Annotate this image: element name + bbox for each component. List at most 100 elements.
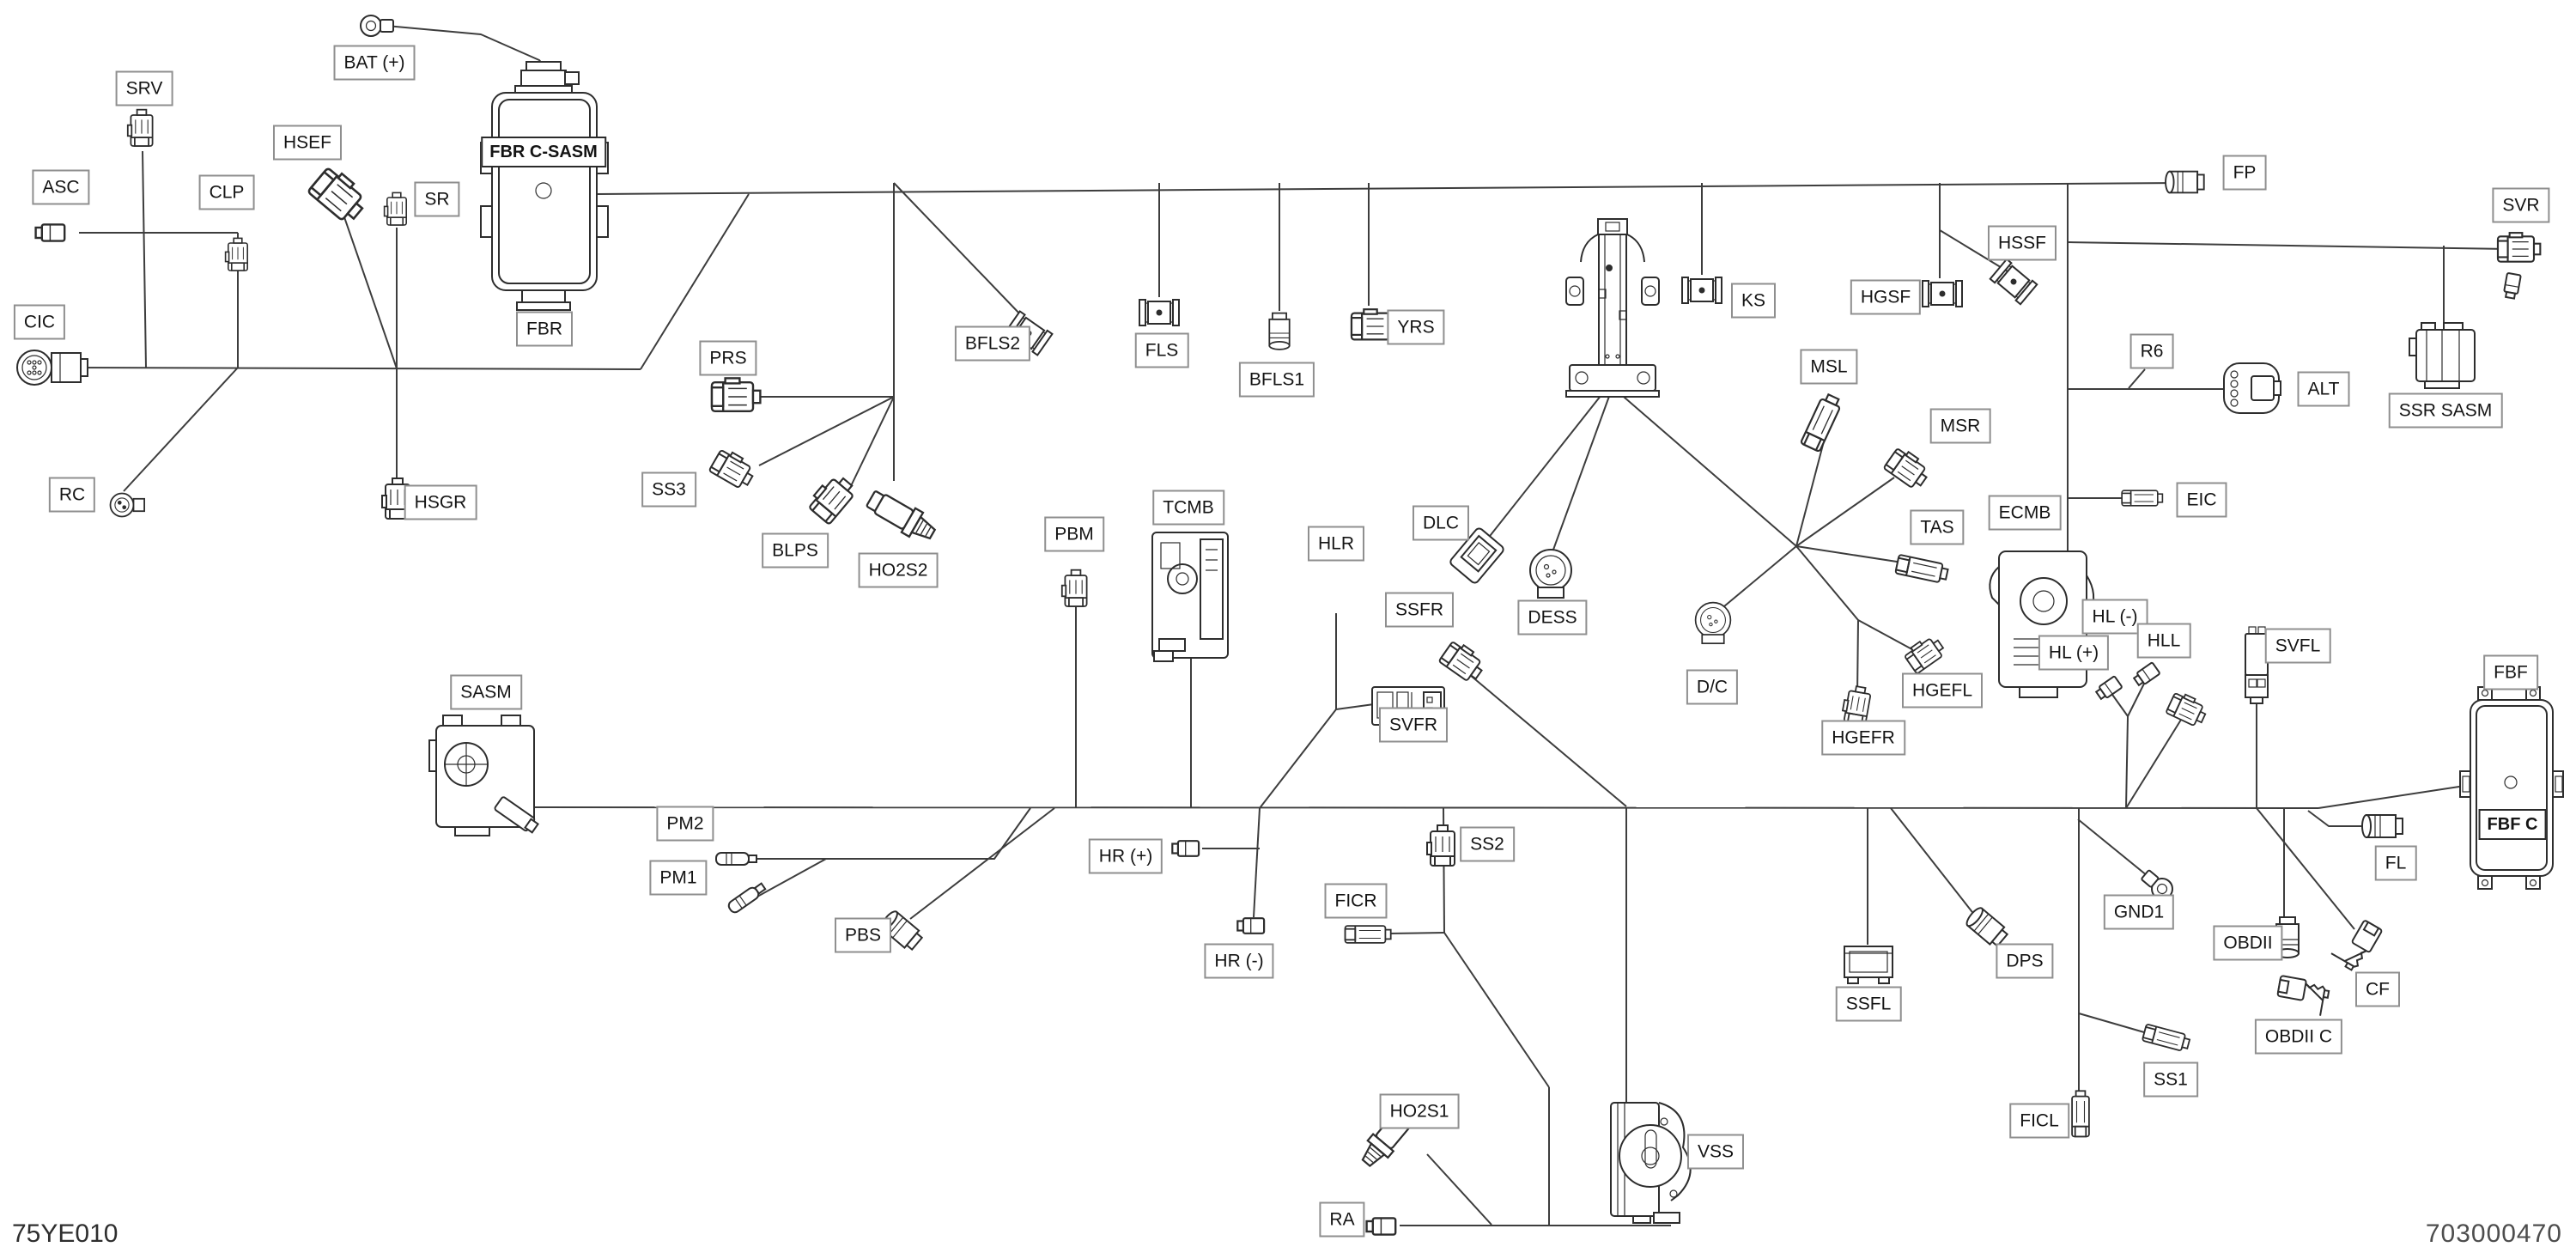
label-svr: SVR bbox=[2492, 187, 2550, 223]
ho2s2-sensor bbox=[866, 490, 937, 540]
label-ficl: FICL bbox=[2009, 1103, 2069, 1139]
wire-hssf-diag bbox=[1939, 229, 2008, 272]
label-vss: VSS bbox=[1686, 1134, 1745, 1170]
label-ra: RA bbox=[1319, 1201, 1365, 1238]
label-hsgr: HSGR bbox=[404, 484, 477, 520]
label-msl: MSL bbox=[1800, 349, 1858, 385]
label-hlr: HLR bbox=[1307, 526, 1365, 562]
wire-hl-minus-wire bbox=[2127, 678, 2148, 717]
msl-connector bbox=[1800, 392, 1841, 453]
ficl-connector bbox=[2071, 1090, 2090, 1138]
ss2-connector bbox=[1426, 824, 1455, 867]
pbm-connector bbox=[1060, 569, 1088, 607]
pm1-probe bbox=[727, 882, 767, 914]
fbf-module bbox=[2459, 686, 2564, 890]
wire-blps-diag bbox=[849, 396, 895, 489]
wire-j-hr bbox=[1259, 709, 1337, 809]
ks-connector bbox=[1681, 277, 1722, 304]
tas-connector bbox=[1894, 554, 1949, 583]
label-gnd1: GND1 bbox=[2103, 894, 2175, 930]
dc-connector bbox=[1694, 601, 1732, 645]
label-fbf-c: FBF C bbox=[2478, 809, 2547, 840]
label-r6: R6 bbox=[2129, 333, 2174, 369]
fls-connector bbox=[1139, 299, 1180, 326]
fbr-module bbox=[480, 61, 609, 311]
fp-connector bbox=[2165, 170, 2205, 194]
label-hgefr: HGEFR bbox=[1821, 720, 1905, 756]
wire-left-trunk bbox=[66, 367, 641, 370]
wire-f-dc bbox=[1723, 545, 1797, 607]
label-pbm: PBM bbox=[1044, 516, 1104, 552]
hll-connector bbox=[2166, 692, 2207, 727]
wire-rc-diag bbox=[123, 367, 239, 492]
hgefl-connector bbox=[1905, 638, 1945, 674]
label-cf: CF bbox=[2355, 971, 2400, 1007]
label-obdii: OBDII bbox=[2213, 925, 2283, 961]
wire-k-hgefl bbox=[1857, 619, 1919, 654]
label-ficr: FICR bbox=[1324, 883, 1388, 919]
label-srv: SRV bbox=[115, 70, 173, 106]
label-hsef: HSEF bbox=[272, 125, 343, 161]
label-ssr-sasm: SSR SASM bbox=[2388, 392, 2503, 429]
wire-f-tas bbox=[1795, 545, 1909, 564]
label-hssf: HSSF bbox=[1987, 225, 2057, 261]
label-hgsf: HGSF bbox=[1850, 279, 1922, 315]
wire-hll-diag bbox=[2125, 719, 2182, 809]
vss-module bbox=[1610, 1102, 1692, 1224]
label-dps: DPS bbox=[1996, 943, 2054, 979]
label-fls: FLS bbox=[1134, 332, 1189, 368]
tcmb-module bbox=[1151, 532, 1229, 662]
wire-ss2-diag bbox=[1443, 932, 1550, 1088]
cic-connector bbox=[16, 350, 88, 386]
label-ks: KS bbox=[1730, 283, 1777, 319]
label-prs: PRS bbox=[699, 340, 757, 376]
label-fbr-c: FBR C-SASM bbox=[481, 137, 606, 167]
label-svfr: SVFR bbox=[1378, 707, 1449, 743]
asc-connector bbox=[34, 223, 66, 242]
clp-connector bbox=[224, 237, 249, 271]
label-sasm: SASM bbox=[450, 674, 522, 710]
ss3-connector bbox=[708, 449, 754, 489]
wire-dps-diag bbox=[1890, 807, 1976, 916]
fl-connector bbox=[2361, 814, 2403, 838]
center-bracket bbox=[1565, 218, 1660, 398]
eic-connector bbox=[2121, 490, 2164, 507]
drawing-code-left: 75YE010 bbox=[12, 1220, 118, 1248]
dlc-connector bbox=[1449, 527, 1504, 584]
alt-connector bbox=[2223, 362, 2281, 414]
wire-hl-plus-wire bbox=[2110, 691, 2129, 717]
wire-fl-run bbox=[2307, 810, 2363, 827]
wire-hr-vert bbox=[1253, 807, 1261, 918]
hsef-connector bbox=[307, 167, 364, 221]
label-hr-minus: HR (-) bbox=[1204, 943, 1274, 979]
label-ss2: SS2 bbox=[1460, 826, 1515, 862]
label-dc: D/C bbox=[1686, 669, 1739, 705]
dess-connector bbox=[1529, 549, 1572, 599]
wire-left-diag bbox=[640, 193, 750, 370]
label-pm1: PM1 bbox=[649, 860, 708, 896]
wire-cf-diag bbox=[2256, 807, 2355, 930]
wire-pbs-diag bbox=[909, 807, 1055, 920]
gnd1-ring-lug bbox=[2141, 869, 2173, 900]
label-blps: BLPS bbox=[762, 532, 829, 569]
prs-connector bbox=[710, 377, 762, 413]
srv-connector bbox=[126, 108, 154, 147]
label-sr: SR bbox=[414, 181, 460, 217]
label-obdii-c: OBDII C bbox=[2254, 1019, 2343, 1055]
wire-bfls2-diag bbox=[893, 182, 1023, 317]
label-cic: CIC bbox=[13, 304, 66, 340]
hr-plus-connector bbox=[1171, 840, 1200, 857]
hgefr-connector bbox=[1841, 685, 1872, 726]
blps-connector bbox=[809, 477, 854, 525]
label-tas: TAS bbox=[1910, 509, 1965, 545]
label-ss3: SS3 bbox=[641, 471, 696, 508]
label-clp: CLP bbox=[198, 174, 255, 210]
label-fp: FP bbox=[2222, 155, 2267, 191]
label-pm2: PM2 bbox=[656, 806, 714, 842]
wire-hl-stem bbox=[2125, 715, 2129, 809]
wire-k-hgefr bbox=[1856, 619, 1859, 696]
wire-pm2-run bbox=[749, 807, 1031, 860]
wire-srv-drop bbox=[142, 150, 147, 368]
hsgr-connector bbox=[381, 477, 410, 520]
label-hl-plus: HL (+) bbox=[2038, 635, 2110, 671]
